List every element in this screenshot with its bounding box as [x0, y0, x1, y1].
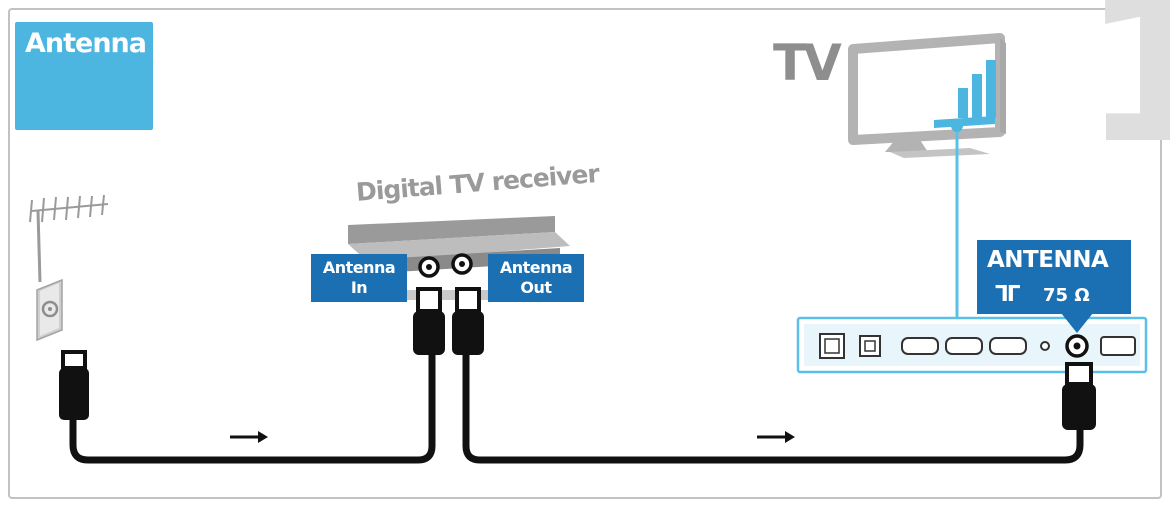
- right-arrow-icon: [757, 431, 795, 443]
- receiver-port-in-icon: [418, 256, 440, 278]
- port-out-line1: Antenna: [499, 258, 573, 277]
- antenna-badge-title: Antenna: [25, 28, 147, 59]
- tv-monitor-icon: [848, 33, 1006, 318]
- coax-cable-2: [462, 345, 1084, 464]
- antenna-badge: Antenna: [15, 22, 153, 130]
- port-in-line2: In: [350, 278, 368, 297]
- wall-outlet-icon: [36, 278, 63, 342]
- tv-antenna-port-title: ANTENNA: [987, 247, 1109, 273]
- roof-antenna-icon: [29, 194, 109, 283]
- port-in-line1: Antenna: [322, 258, 396, 277]
- coax-cable-1: [59, 345, 436, 464]
- tv-antenna-port-impedance: 75 Ω: [1043, 285, 1090, 306]
- receiver-antenna-in-label: Antenna In: [311, 254, 407, 302]
- right-arrow-icon: [230, 431, 268, 443]
- port-out-line2: Out: [520, 278, 552, 297]
- receiver-port-out-icon: [451, 253, 473, 275]
- step-number: 1: [1082, 0, 1170, 189]
- tv-label: TV: [773, 34, 842, 92]
- coax-symbol-icon: ᒣᒥ: [995, 282, 1021, 307]
- coax-plug-tv: [1062, 362, 1096, 430]
- tv-connector-panel: [796, 316, 1148, 374]
- tv-antenna-port-label: ANTENNA ᒣᒥ 75 Ω: [977, 240, 1131, 314]
- receiver-antenna-out-label: Antenna Out: [488, 254, 584, 302]
- antenna-port-pointer: [1061, 313, 1093, 333]
- coax-plug-out: [452, 287, 484, 355]
- coax-plug-in: [413, 287, 445, 355]
